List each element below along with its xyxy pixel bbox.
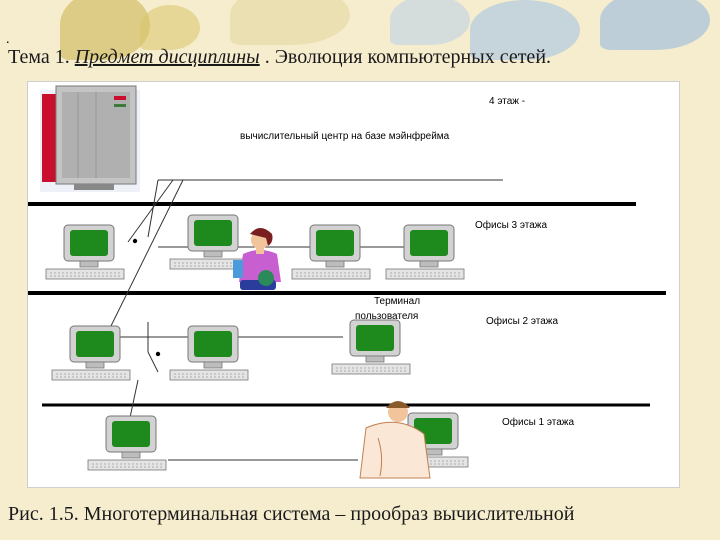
user-man-icon — [359, 401, 431, 479]
terminal-icon — [45, 224, 125, 280]
terminal-icon — [331, 319, 411, 375]
title-emphasis: Предмет дисциплины — [74, 46, 260, 68]
terminal-icon — [385, 224, 465, 280]
bullet-mark: . — [6, 32, 10, 47]
label-floor4: 4 этаж - — [489, 96, 526, 107]
title-suffix: . Эволюция компьютерных сетей. — [259, 46, 552, 68]
decorative-header-strip — [0, 0, 720, 60]
title-prefix: Тема 1. — [8, 46, 75, 68]
diagram-drawing — [28, 85, 666, 479]
terminal-icon — [87, 415, 167, 471]
label-terminal-line1: Терминал — [374, 296, 421, 307]
user-woman-icon — [233, 228, 281, 290]
label-mainframe-center: вычислительный центр на базе мэйнфрейма — [240, 131, 450, 142]
label-terminal-line2: пользователя — [355, 311, 419, 322]
terminal-icon — [169, 325, 249, 381]
label-offices3: Офисы 3 этажа — [475, 220, 548, 231]
mainframe-icon — [40, 85, 140, 192]
terminal-icon — [51, 325, 131, 381]
slide-title: Тема 1. Предмет дисциплины . Эволюция ко… — [8, 46, 712, 69]
figure-caption: Рис. 1.5. Многотерминальная система – пр… — [8, 503, 575, 525]
network-diagram: 4 этаж - вычислительный центр на базе мэ… — [27, 81, 680, 488]
label-offices1: Офисы 1 этажа — [502, 417, 575, 428]
label-offices2: Офисы 2 этажа — [486, 316, 559, 327]
terminal-icon — [291, 224, 371, 280]
